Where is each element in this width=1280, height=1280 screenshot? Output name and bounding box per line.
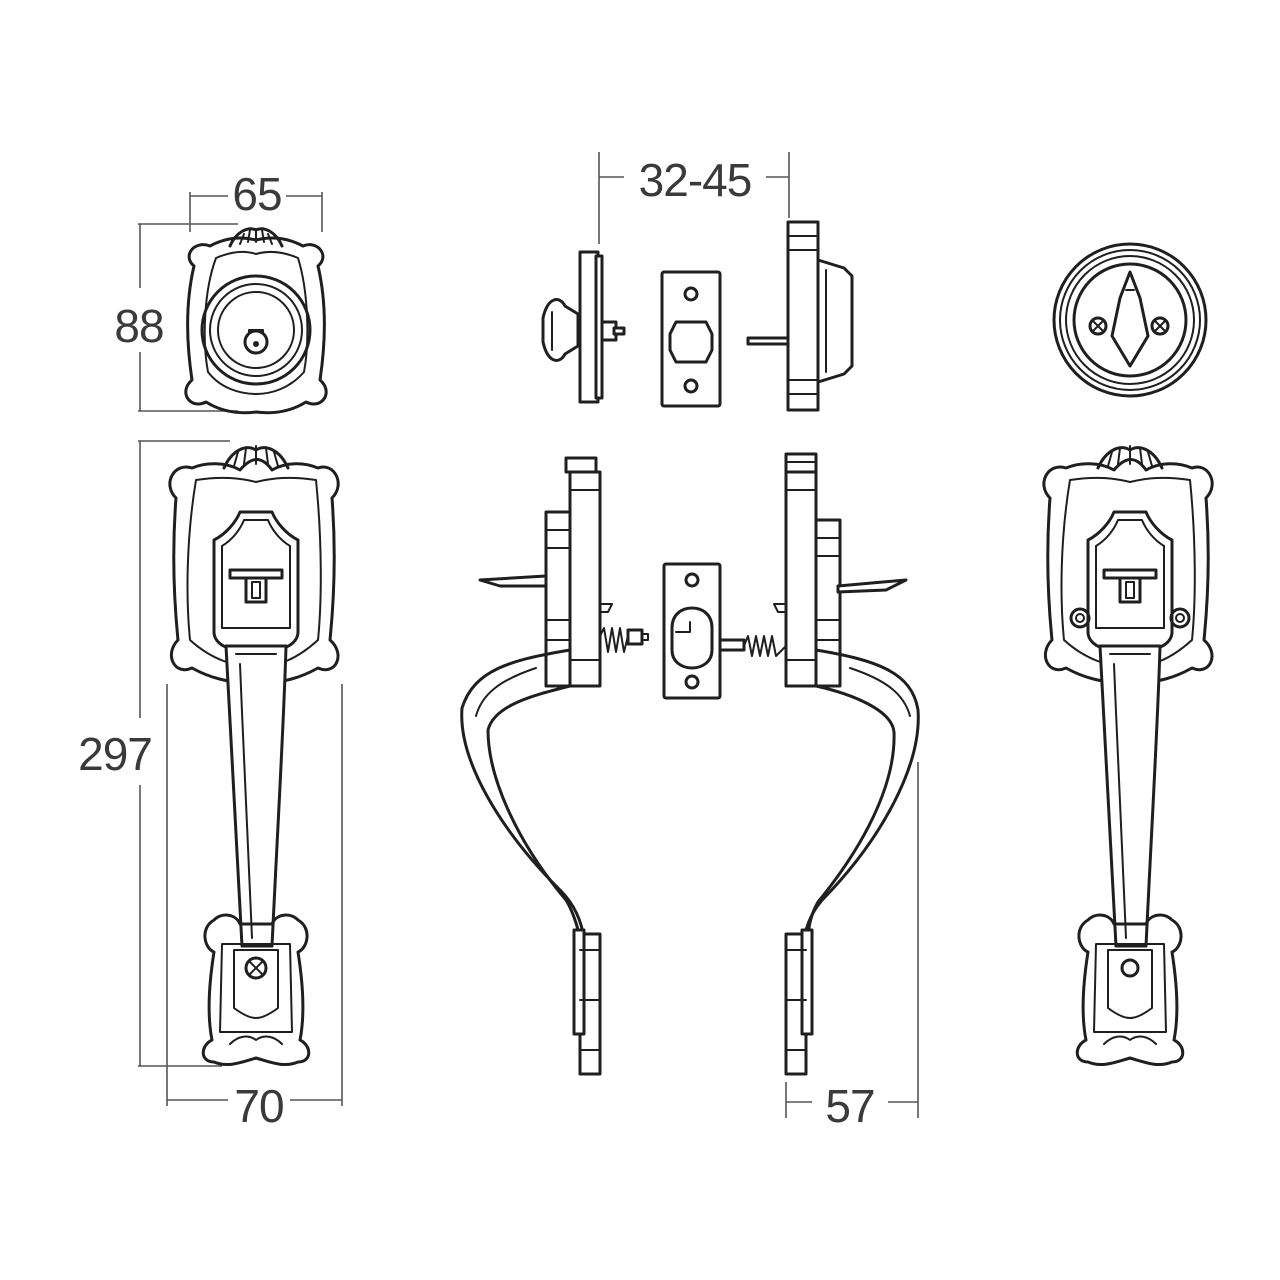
deadbolt-interior-front-view (1052, 242, 1208, 398)
screw-left-icon (1088, 316, 1108, 336)
dim-label-57: 57 (825, 1080, 874, 1132)
dim-label-70: 70 (234, 1080, 283, 1132)
handleset-side-view (460, 452, 920, 1076)
deadbolt-side-view (541, 220, 854, 412)
thumbturn-icon (541, 298, 580, 362)
dim-label-88: 88 (114, 300, 163, 352)
dimension-height-88: 88 (114, 223, 238, 412)
top-ornament-crest-right-icon (1096, 445, 1164, 470)
dim-label-backset: 32-45 (639, 154, 752, 206)
dimension-projection-57: 57 (785, 762, 919, 1132)
ornament-crest-icon (228, 227, 284, 248)
key-cylinder-icon (243, 329, 269, 355)
dimension-width-65: 65 (189, 168, 323, 232)
dimension-width-70: 70 (166, 684, 343, 1132)
handleset-exterior-front-view (168, 445, 340, 1066)
bottom-hole-right-icon (1120, 958, 1140, 978)
deadbolt-exterior-front-view (184, 227, 328, 415)
handleset-interior-front-view (1042, 445, 1214, 1066)
mount-screw-left-icon (1069, 607, 1091, 629)
spring-right-icon (718, 635, 787, 657)
dimension-height-297: 297 (78, 440, 230, 1067)
screw-right-icon (1150, 316, 1170, 336)
latch-faceplate (662, 562, 722, 700)
dim-label-65: 65 (232, 168, 281, 220)
mount-screw-right-icon (1169, 607, 1191, 629)
bottom-screw-icon (244, 956, 268, 980)
thumbturn-knob-icon (1110, 270, 1150, 368)
dim-label-297: 297 (78, 728, 152, 780)
spring-left-icon (599, 627, 649, 653)
deadbolt-faceplate (660, 270, 722, 408)
dimension-backset: 32-45 (598, 152, 790, 244)
thumb-lever-right-icon (1102, 568, 1158, 604)
top-ornament-crest-icon (222, 445, 290, 470)
thumb-lever-icon (228, 568, 284, 604)
